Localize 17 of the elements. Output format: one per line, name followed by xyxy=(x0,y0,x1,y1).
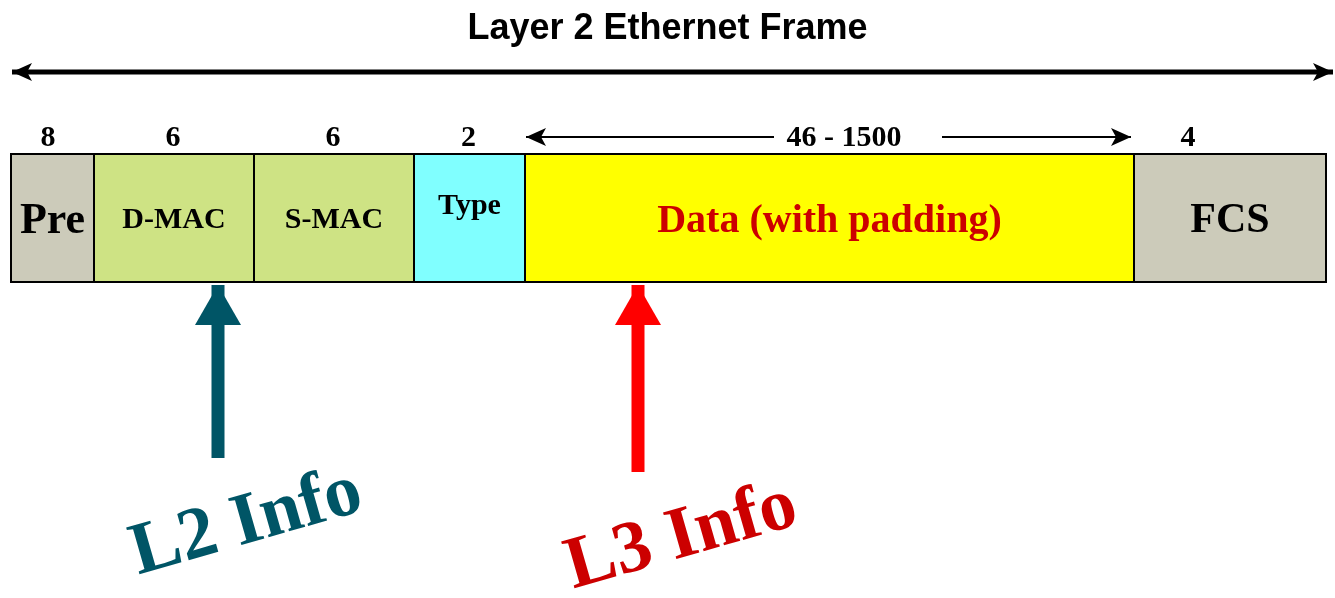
byte-count: 46 - 1500 xyxy=(786,121,902,151)
info-label: L2 Info xyxy=(78,430,412,598)
arrow xyxy=(615,285,661,472)
arrow xyxy=(195,285,241,458)
info-label: L3 Info xyxy=(513,444,847,598)
frame-field: S-MAC xyxy=(253,153,415,283)
frame-field: FCS xyxy=(1133,153,1327,283)
byte-count: 6 xyxy=(165,121,181,151)
byte-count: 8 xyxy=(40,121,56,151)
byte-count: 2 xyxy=(461,121,476,151)
byte-count: 4 xyxy=(1180,121,1196,151)
byte-count: 6 xyxy=(325,121,341,151)
title: Layer 2 Ethernet Frame xyxy=(466,6,869,48)
frame-field: Type xyxy=(413,153,526,283)
frame-field: Pre xyxy=(10,153,95,283)
frame-field: D-MAC xyxy=(93,153,255,283)
frame-field: Data (with padding) xyxy=(524,153,1135,283)
